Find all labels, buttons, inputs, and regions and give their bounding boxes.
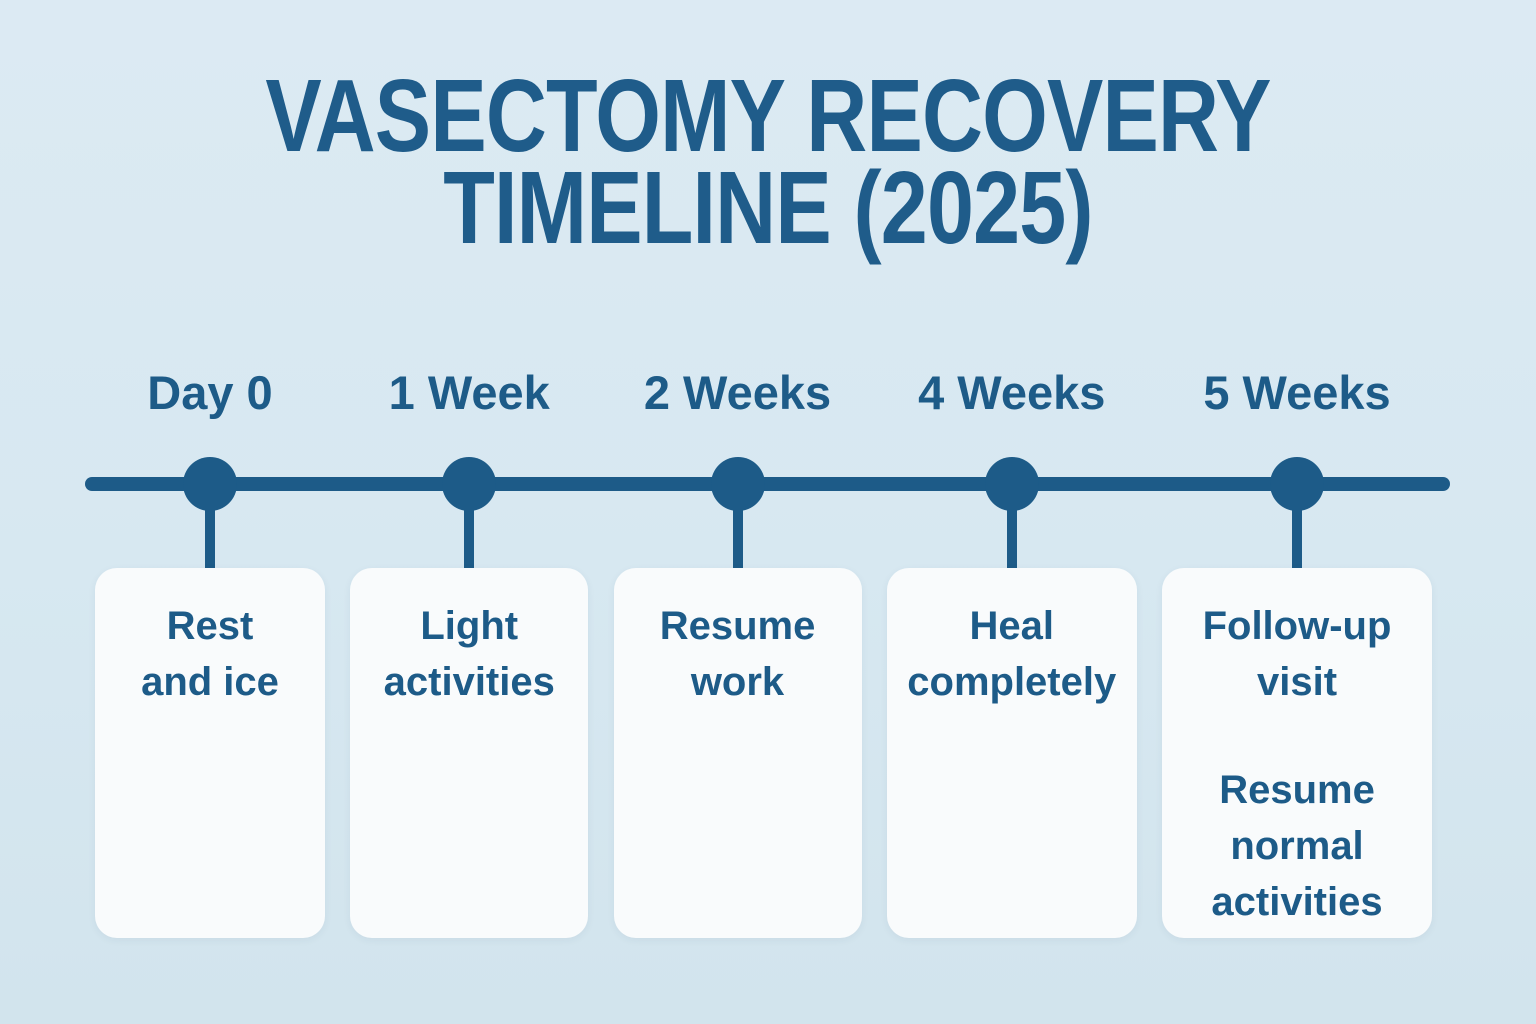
connector-line [1292,484,1302,569]
card-text: Follow-up visit [1202,604,1392,704]
timeline-axis-line [85,477,1450,491]
card-text: Rest and ice [141,604,279,704]
milestone-label: 2 Weeks [643,366,832,419]
card-text: Resume normal activities [1211,768,1383,924]
milestone: Day 0 Rest and ice [95,365,325,945]
connector-line [464,484,475,569]
connector-line [732,484,743,569]
milestone-label: 5 Weeks [1203,366,1391,419]
page-title: VASECTOMY RECOVERY TIMELINE (2025) [138,58,1398,265]
connector-line [205,484,215,569]
milestone-card: Resume work [613,568,862,938]
milestone-columns: Day 0 Rest and ice 1 Week Light activiti… [95,365,1432,945]
title-line-1: VASECTOMY RECOVERY [265,58,1271,173]
milestone-card: Heal completely [886,568,1137,938]
milestone-card: Rest and ice [95,568,325,938]
connector-line [1006,484,1017,569]
milestone-label: 4 Weeks [918,366,1106,419]
timeline: Day 0 Rest and ice 1 Week Light activiti… [0,365,1536,945]
milestone: 2 Weeks Resume work [613,365,862,945]
card-text: Heal completely [907,604,1117,704]
milestone-label: 1 Week [388,366,550,419]
milestone: 4 Weeks Heal completely [886,365,1137,945]
card-text: Resume work [659,604,816,704]
card-text: Light activities [383,604,555,704]
milestone-label: Day 0 [147,366,273,419]
milestone-card: Light activities [350,568,589,938]
title-line-2: TIMELINE (2025) [443,149,1093,265]
milestone: 1 Week Light activities [350,365,589,945]
